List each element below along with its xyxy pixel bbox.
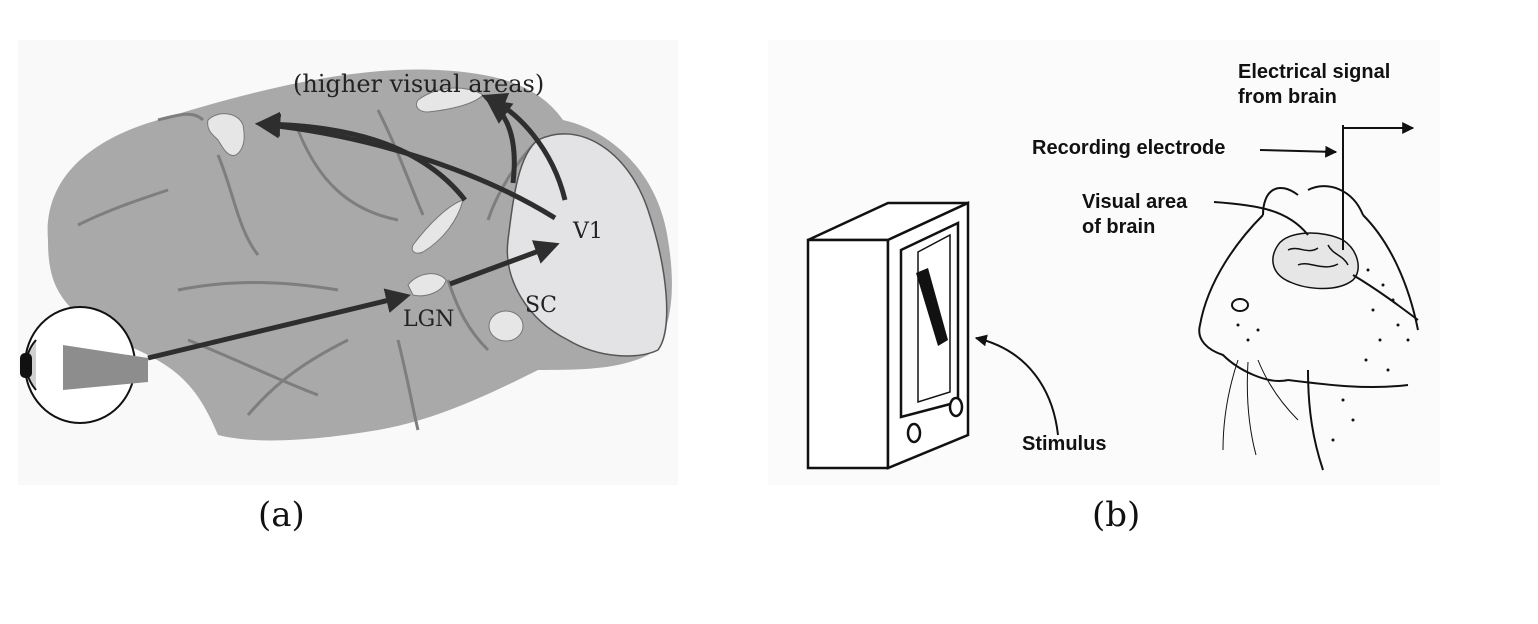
label-electrical-signal-1: Electrical signal — [1238, 61, 1390, 83]
brain-pathway-svg: (higher visual areas) V1 LGN SC — [20, 69, 672, 441]
label-stimulus: Stimulus — [1022, 433, 1106, 455]
stimulus-pointer — [974, 334, 1059, 436]
v1-region — [506, 133, 668, 357]
label-electrical-signal-2: from brain — [1238, 86, 1337, 108]
label-visual-area-1: Visual area — [1082, 191, 1188, 213]
higher-area-patch-1 — [207, 113, 245, 157]
fur-stipple — [1236, 268, 1410, 442]
brain-pathway-diagram: (higher visual areas) V1 LGN SC — [18, 40, 678, 485]
stimulus-monitor — [806, 201, 970, 470]
caption-a: (a) — [258, 495, 305, 535]
higher-area-patch-2 — [415, 87, 484, 113]
stimulus-bar — [916, 268, 948, 346]
label-lgn: LGN — [403, 307, 454, 332]
whiskers — [1222, 359, 1299, 456]
cat-recording-svg: Electrical signal from brain Recording e… — [806, 61, 1419, 471]
label-visual-area-2: of brain — [1082, 216, 1155, 238]
label-v1: V1 — [572, 219, 603, 244]
higher-area-patch-3 — [411, 199, 464, 254]
label-sc: SC — [525, 293, 557, 318]
caption-b: (b) — [1092, 495, 1141, 535]
label-higher-visual-areas: (higher visual areas) — [293, 70, 544, 98]
pathway-arrows — [147, 92, 568, 361]
eye-icon — [20, 306, 148, 424]
label-recording-electrode: Recording electrode — [1032, 137, 1225, 159]
cat-brain — [1272, 232, 1359, 290]
lgn-nucleus — [407, 273, 447, 297]
cat-head — [1198, 185, 1419, 471]
electrode — [1213, 122, 1419, 321]
sc-nucleus — [488, 310, 524, 342]
cat-recording-diagram: Electrical signal from brain Recording e… — [768, 40, 1440, 485]
